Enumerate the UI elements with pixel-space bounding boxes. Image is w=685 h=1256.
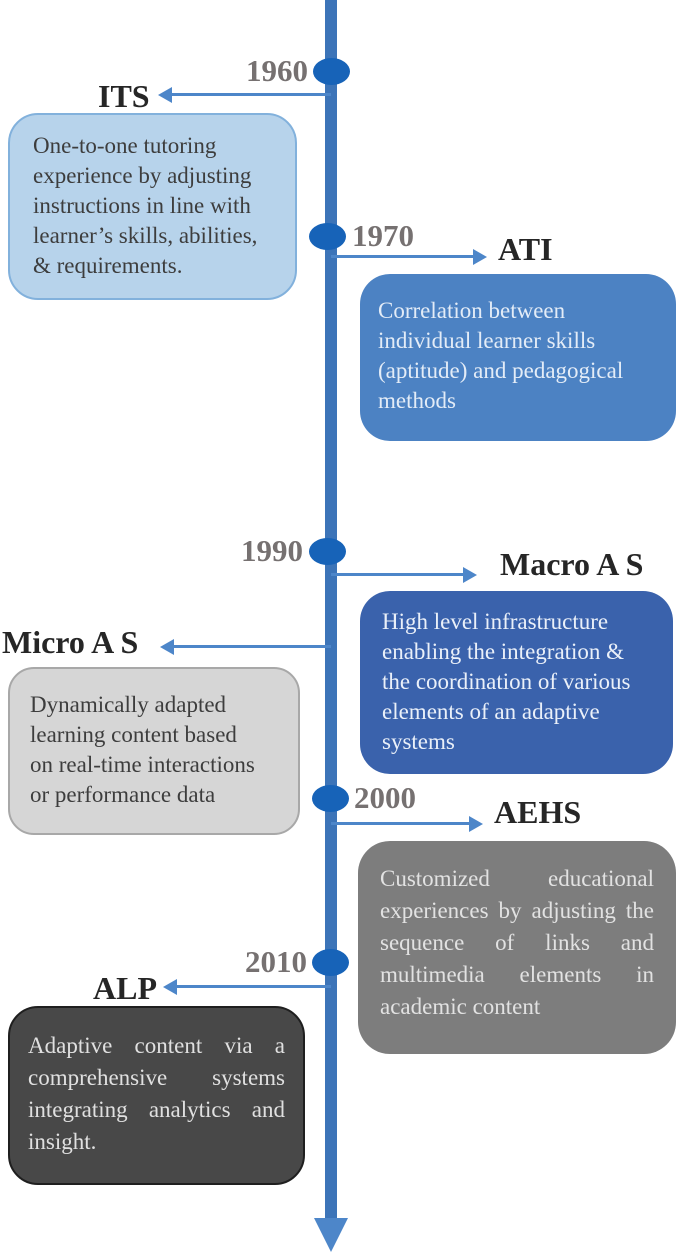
timeline-dot-2000 xyxy=(312,785,349,812)
event-box-aehs: Customized educational experiences by ad… xyxy=(358,841,676,1054)
year-label-1960: 1960 xyxy=(246,53,308,88)
event-box-its: One-to-one tutoring experience by adjust… xyxy=(8,113,297,300)
event-box-micro-as: Dynamically adapted learning content bas… xyxy=(8,667,300,835)
event-box-alp: Adaptive content via a comprehensive sys… xyxy=(8,1006,305,1185)
connector-line-macro-as xyxy=(331,573,463,576)
arrow-right-icon-macro-as xyxy=(463,567,477,583)
event-box-macro-as: High level infrastructure enabling the i… xyxy=(360,591,673,774)
arrow-right-icon-ati xyxy=(473,249,487,265)
year-label-1970: 1970 xyxy=(352,218,414,253)
event-label-ati: ATI xyxy=(498,231,553,267)
timeline-dot-1960 xyxy=(313,58,350,85)
timeline-dot-1970 xyxy=(309,223,346,250)
event-label-alp: ALP xyxy=(93,970,157,1006)
timeline-dot-2010 xyxy=(312,949,349,976)
timeline-end-arrow-icon xyxy=(314,1218,348,1252)
connector-line-its xyxy=(172,93,331,96)
timeline-dot-1990 xyxy=(309,538,346,565)
event-label-its: ITS xyxy=(98,78,150,114)
connector-line-ati xyxy=(331,255,474,258)
arrow-left-icon-micro-as xyxy=(160,639,174,655)
year-label-1990: 1990 xyxy=(241,533,303,568)
arrow-left-icon-alp xyxy=(163,979,177,995)
connector-line-alp xyxy=(177,985,331,988)
year-label-2000: 2000 xyxy=(354,780,416,815)
arrow-left-icon-its xyxy=(158,87,172,103)
connector-line-micro-as xyxy=(174,645,331,648)
year-label-2010: 2010 xyxy=(245,944,307,979)
event-label-macro-as: Macro A S xyxy=(500,546,644,582)
timeline-line xyxy=(325,0,337,1222)
arrow-right-icon-aehs xyxy=(469,816,483,832)
event-box-ati: Correlation between individual learner s… xyxy=(360,274,676,441)
connector-line-aehs xyxy=(331,822,469,825)
event-label-aehs: AEHS xyxy=(494,794,582,830)
event-label-micro-as: Micro A S xyxy=(2,624,139,660)
